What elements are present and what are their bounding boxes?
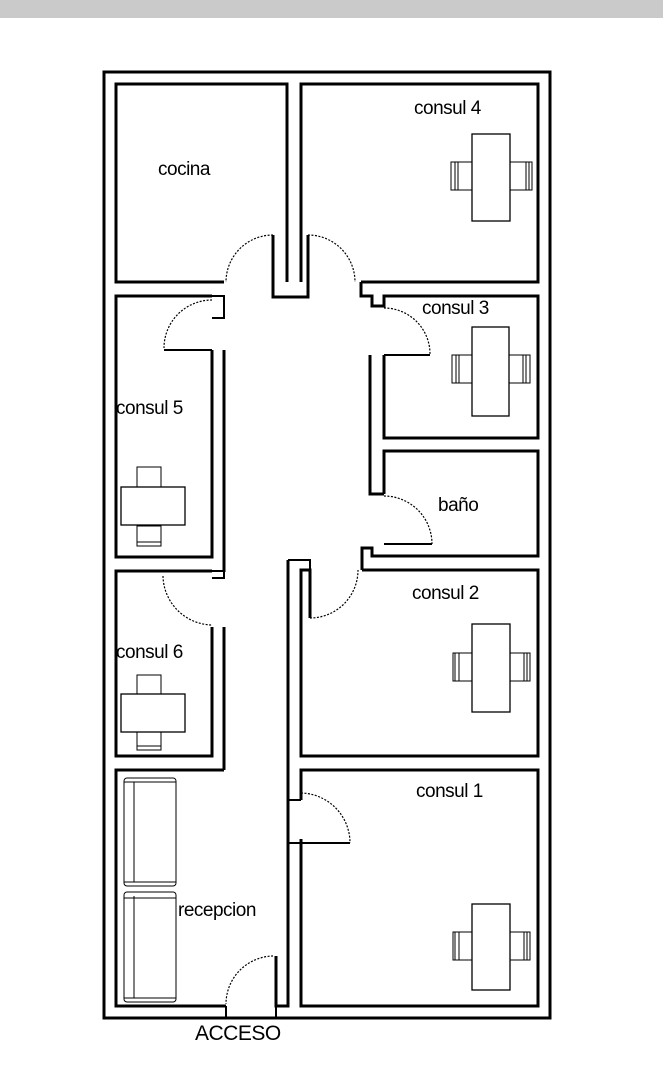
room-label-consul-4: consul 4 (414, 98, 482, 119)
room-consul-4: consul 4 (299, 82, 540, 284)
room-label-consul-5: consul 5 (116, 398, 183, 419)
room-label-consul-3: consul 3 (422, 298, 489, 319)
room-consul-3: consul 3 (359, 282, 540, 496)
desk-with-chairs-icon (120, 674, 186, 751)
desk-with-chairs-icon (452, 903, 531, 991)
central-top-doors (225, 234, 356, 299)
top-bar (0, 0, 663, 18)
room-label-bano: baño (438, 495, 478, 516)
desk-with-chairs-icon (120, 466, 186, 547)
room-consul-5: consul 5 (114, 294, 226, 572)
room-label-consul-2: consul 2 (412, 583, 479, 604)
room-consul-6: consul 6 (114, 569, 226, 770)
access-label: ACCESO (195, 1022, 281, 1045)
room-label-recepcion: recepcion (178, 900, 256, 921)
room-recepcion: recepcion (114, 768, 277, 1018)
room-consul-2: consul 2 (286, 559, 540, 845)
desk-with-chairs-icon (451, 326, 531, 417)
sofa-icon (123, 891, 177, 1003)
room-cocina: cocina (114, 82, 289, 284)
outer-wall (102, 70, 552, 1020)
room-label-cocina: cocina (158, 159, 211, 180)
desk-with-chairs-icon (450, 133, 533, 222)
sofa-icon (123, 777, 177, 887)
desk-with-chairs-icon (452, 623, 531, 713)
room-label-consul-6: consul 6 (116, 642, 183, 663)
room-label-consul-1: consul 1 (416, 781, 483, 802)
room-bano: baño (360, 449, 540, 570)
room-consul-1: consul 1 (274, 768, 540, 1008)
